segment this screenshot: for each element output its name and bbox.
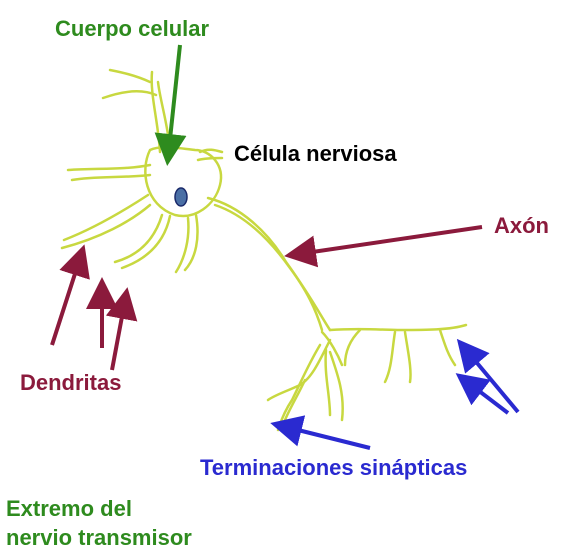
- arrow-dendrita-1: [50, 244, 90, 346]
- arrow-terminacion-3: [270, 415, 371, 450]
- arrow-cuerpo-celular: [154, 44, 187, 166]
- arrow-terminacion-2: [455, 373, 510, 415]
- label-cuerpo-celular: Cuerpo celular: [55, 16, 210, 41]
- neuron-outline: [60, 68, 468, 432]
- label-celula-nerviosa: Célula nerviosa: [234, 141, 397, 166]
- label-extremo-line2: nervio transmisor: [6, 525, 192, 550]
- arrow-terminacion-1: [456, 338, 520, 414]
- arrow-axon: [284, 225, 483, 268]
- label-extremo-line1: Extremo del: [6, 496, 132, 521]
- label-axon: Axón: [494, 213, 549, 238]
- label-dendritas: Dendritas: [20, 370, 122, 395]
- nucleus: [174, 187, 188, 207]
- arrow-dendrita-3: [105, 287, 138, 371]
- label-terminaciones-sinapticas: Terminaciones sinápticas: [200, 455, 468, 480]
